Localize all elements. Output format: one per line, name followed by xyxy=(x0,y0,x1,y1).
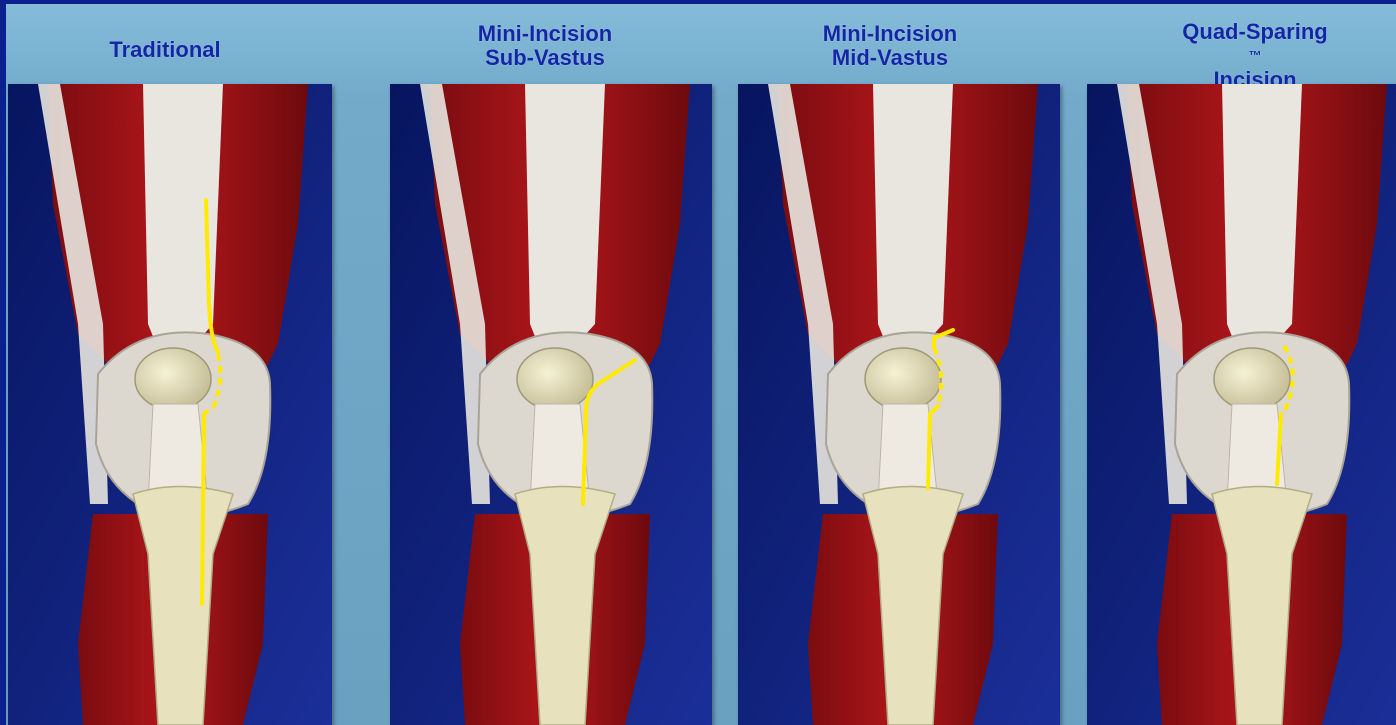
patella-bone xyxy=(135,348,211,410)
knee-illustration-traditional xyxy=(8,84,332,725)
patella-bone xyxy=(865,348,941,410)
title-mid-vastus: Mini-Incision Mid-Vastus xyxy=(765,22,1015,70)
trademark-symbol: ™ xyxy=(1120,44,1390,68)
panel-quad-sparing xyxy=(1087,84,1396,725)
top-border xyxy=(0,0,1396,4)
knee-illustration-quad-sparing xyxy=(1087,84,1396,725)
panel-traditional xyxy=(8,84,332,725)
panel-mid-vastus xyxy=(738,84,1060,725)
title-sub-vastus: Mini-Incision Sub-Vastus xyxy=(420,22,670,70)
patella-bone xyxy=(517,348,593,410)
left-border xyxy=(0,0,6,725)
patella-bone xyxy=(1214,348,1290,410)
title-traditional: Traditional xyxy=(40,38,290,62)
knee-illustration-sub-vastus xyxy=(390,84,712,725)
incision-line xyxy=(202,414,204,604)
panel-sub-vastus xyxy=(390,84,712,725)
knee-illustration-mid-vastus xyxy=(738,84,1060,725)
